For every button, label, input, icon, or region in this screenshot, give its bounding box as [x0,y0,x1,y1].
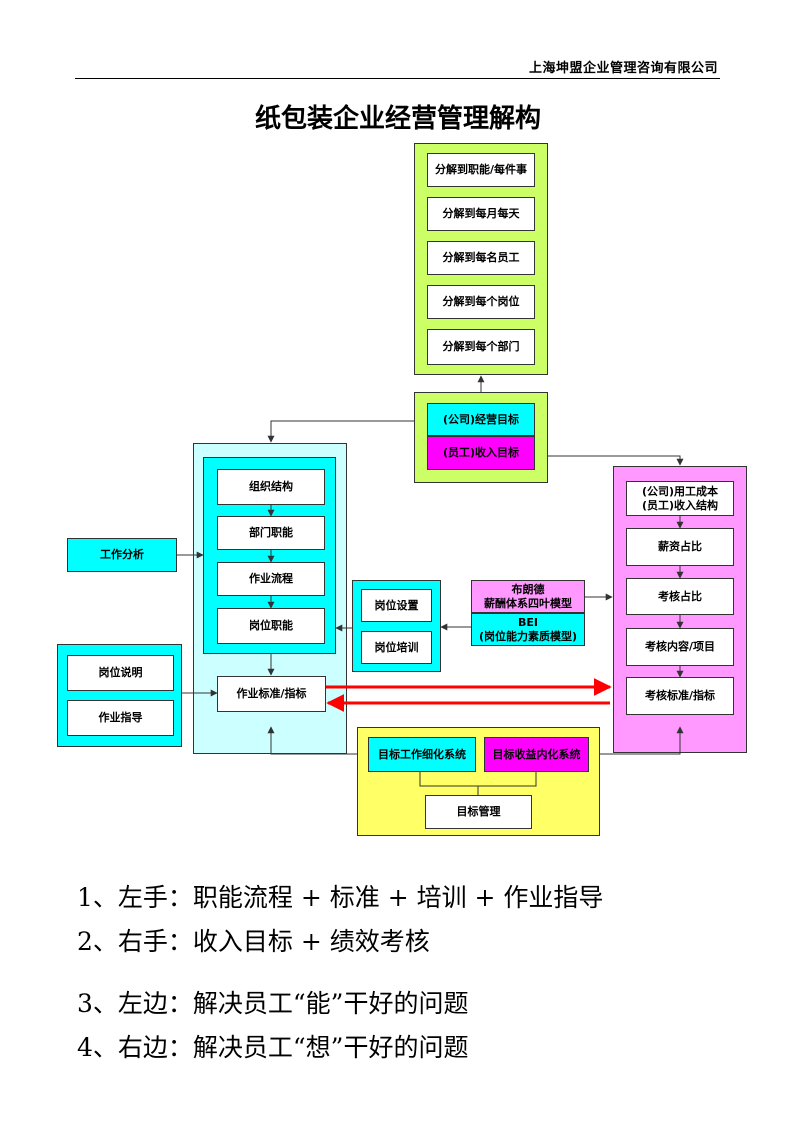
company-target: (公司)经营目标 [427,403,535,436]
income-system: 目标收益内化系统 [484,737,589,772]
post-training: 岗位培训 [361,631,432,664]
right-step-2: 薪资占比 [626,528,734,566]
right-step-3: 考核占比 [626,578,734,615]
right-step-4: 考核内容/项目 [626,628,734,666]
note-4: 4、右边：解决员工“想”干好的问题 [77,1033,469,1062]
arrow-bottom-to-right [600,726,684,755]
brown-model: 布朗德 薪酬体系四叶模型 [471,580,585,613]
top-step-1: 分解到职能/每件事 [427,153,535,187]
left-step-1: 组织结构 [217,469,325,505]
post-setting: 岗位设置 [361,589,432,622]
arrow-bottom-to-left [267,726,357,755]
note-3: 3、左边：解决员工“能”干好的问题 [77,989,469,1018]
top-step-2: 分解到每月每天 [427,197,535,231]
left-step-3: 作业流程 [217,562,325,596]
company-name: 上海坤盟企业管理咨询有限公司 [528,61,718,76]
job-doc-1: 岗位说明 [67,655,174,691]
target-management: 目标管理 [425,795,532,829]
left-step-4: 岗位职能 [217,608,325,644]
top-step-3: 分解到每名员工 [427,241,535,275]
employee-target: (员工)收入目标 [427,436,535,470]
job-doc-2: 作业指导 [67,700,174,736]
right-step-5: 考核标准/指标 [626,677,734,715]
left-standard: 作业标准/指标 [217,676,326,712]
arrow-targets-to-right [548,455,684,466]
right-step-1: (公司)用工成本 (员工)收入结构 [626,481,734,516]
header-rule [75,78,720,79]
arrow-targets-to-left [267,420,414,443]
bracket-management [419,772,537,787]
note-2: 2、右手：收入目标 + 绩效考核 [77,927,430,956]
note-1: 1、左手：职能流程 + 标准 + 培训 + 作业指导 [77,883,604,912]
job-analysis: 工作分析 [67,538,177,572]
page-title: 纸包装企业经营管理解构 [254,104,541,134]
top-step-4: 分解到每个岗位 [427,285,535,319]
top-step-5: 分解到每个部门 [427,329,535,365]
bei-model: BEI (岗位能力素质模型) [471,613,585,646]
work-system: 目标工作细化系统 [368,737,476,772]
left-step-2: 部门职能 [217,516,325,550]
